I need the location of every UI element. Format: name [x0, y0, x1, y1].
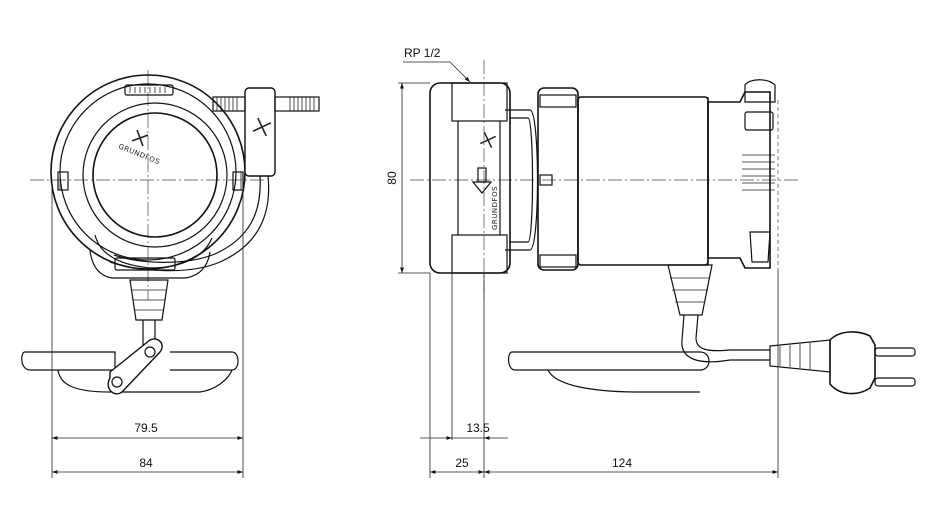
brand-logo-text: GRUNDFOS — [491, 186, 499, 230]
adjustment-knob — [212, 96, 320, 112]
side-view-dimensions: 80 RP 1/2 13.5 25 124 — [385, 46, 779, 478]
brand-logo-text: GRUNDFOS — [117, 142, 161, 166]
dimension-width-outer: 84 — [139, 456, 153, 470]
grundfos-x-icon — [131, 129, 149, 147]
dimension-offset-port: 25 — [455, 456, 469, 470]
thread-callout: RP 1/2 — [404, 46, 441, 60]
dimension-height: 80 — [385, 171, 399, 185]
grundfos-x-icon — [252, 117, 272, 137]
grundfos-x-icon — [479, 131, 497, 149]
pump-side-view: GRUNDFOS — [410, 60, 916, 395]
dimension-width-inner: 79.5 — [134, 421, 158, 435]
pump-front-view: GRUNDFOS — [21, 70, 320, 395]
dimension-length-motor: 124 — [612, 456, 632, 470]
flow-direction-arrow-icon — [471, 167, 493, 194]
front-view-dimensions: 79.5 84 — [51, 180, 244, 478]
dimension-offset-small: 13.5 — [466, 421, 490, 435]
